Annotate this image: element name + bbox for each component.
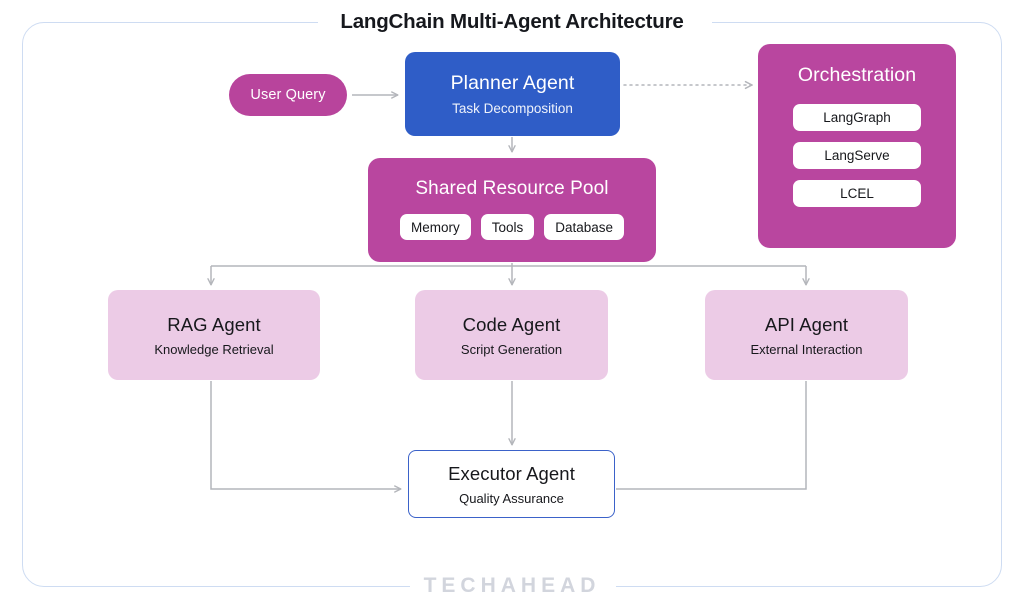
pool-chip-tools[interactable]: Tools — [480, 214, 535, 240]
node-rag-agent[interactable]: RAG Agent Knowledge Retrieval — [108, 290, 320, 380]
brand-wordmark: TECHAHEAD — [423, 574, 601, 597]
node-pool-title: Shared Resource Pool — [415, 178, 609, 199]
page-title: LangChain Multi-Agent Architecture — [340, 10, 684, 33]
title-frame-gap — [318, 14, 712, 34]
footer-frame-gap — [410, 576, 616, 596]
orchestration-chip-langgraph[interactable]: LangGraph — [793, 104, 921, 131]
node-api-title: API Agent — [764, 313, 849, 335]
node-executor-agent[interactable]: Executor Agent Quality Assurance — [408, 450, 615, 518]
pool-chip-memory[interactable]: Memory — [399, 214, 471, 240]
node-api-subtitle: External Interaction — [750, 341, 863, 357]
node-code-title: Code Agent — [462, 313, 561, 335]
node-planner-agent[interactable]: Planner Agent Task Decomposition — [405, 52, 620, 136]
orchestration-chip-langserve[interactable]: LangServe — [793, 142, 921, 169]
pool-chip-list: Memory Tools Database — [399, 214, 625, 240]
node-rag-subtitle: Knowledge Retrieval — [154, 341, 274, 357]
node-api-agent[interactable]: API Agent External Interaction — [705, 290, 908, 380]
node-executor-subtitle: Quality Assurance — [459, 490, 564, 506]
orchestration-chip-list: LangGraph LangServe LCEL — [758, 104, 956, 207]
node-orchestration[interactable]: Orchestration LangGraph LangServe LCEL — [758, 44, 956, 248]
orchestration-chip-lcel[interactable]: LCEL — [793, 180, 921, 207]
node-code-subtitle: Script Generation — [460, 341, 563, 357]
node-orchestration-title: Orchestration — [797, 64, 917, 86]
node-user-query[interactable]: User Query — [229, 74, 347, 116]
node-rag-title: RAG Agent — [167, 313, 261, 335]
node-code-agent[interactable]: Code Agent Script Generation — [415, 290, 608, 380]
pool-chip-database[interactable]: Database — [544, 214, 625, 240]
node-user-query-title: User Query — [250, 87, 326, 103]
node-planner-title: Planner Agent — [450, 72, 575, 94]
node-planner-subtitle: Task Decomposition — [452, 101, 573, 116]
node-executor-title: Executor Agent — [448, 462, 575, 484]
node-shared-resource-pool[interactable]: Shared Resource Pool Memory Tools Databa… — [368, 158, 656, 262]
